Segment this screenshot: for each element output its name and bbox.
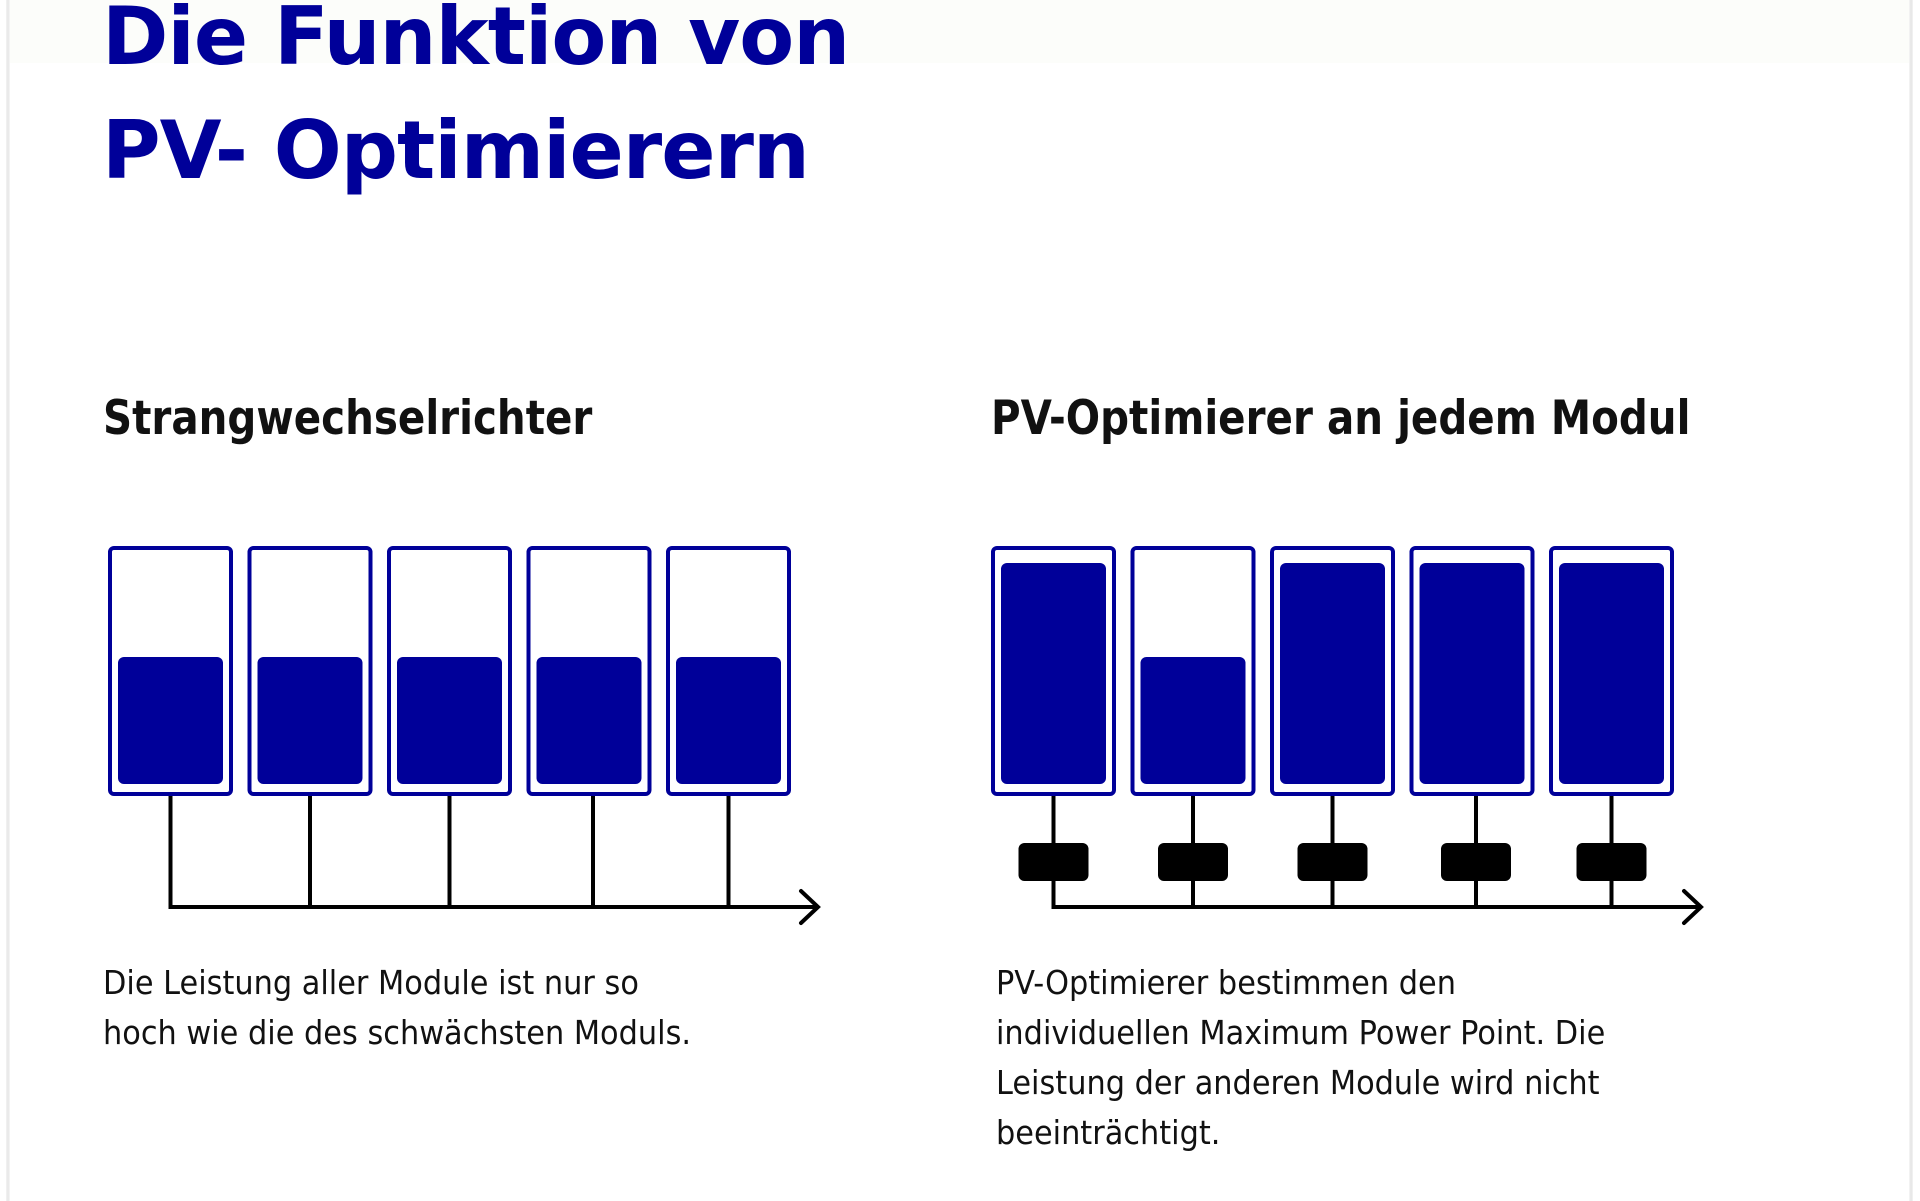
optimizer-diagram [991,546,1704,925]
pv-module [247,546,373,796]
optimizer-box [1441,843,1511,881]
module-power-level [536,657,642,784]
module-power-level [397,657,502,784]
string-inverter-description: Die Leistung aller Module ist nur so hoc… [103,958,784,1058]
pv-module [1549,546,1674,796]
page-right-border [1909,0,1913,1201]
module-power-level [1001,563,1106,784]
module-power-level [676,657,781,784]
page-title-line-1: Die Funktion von [102,0,850,83]
optimizer-box [1018,843,1089,881]
page-left-border [6,0,10,1201]
desc-line: hoch wie die des schwächsten Moduls. [103,1013,692,1052]
pv-module [666,546,791,796]
desc-line: beeinträchtigt. [996,1113,1221,1152]
title-band [10,0,1909,63]
desc-line: PV-Optimierer bestimmen den [996,963,1456,1002]
arrow-right-icon [799,889,821,925]
pv-module [108,546,233,796]
desc-line: Die Leistung aller Module ist nur so [103,963,639,1002]
pv-module [387,546,512,796]
pv-module [991,546,1116,796]
module-power-level [1280,563,1385,784]
page-title: Die Funktion von PV- Optimierern [102,0,850,208]
optimizer-description: PV-Optimierer bestimmen den individuelle… [996,958,1695,1158]
arrow-right-icon [1682,889,1704,925]
module-power-level [1140,657,1246,784]
pv-module [1270,546,1395,796]
pv-module [1130,546,1256,796]
module-power-level [1559,563,1664,784]
section-heading-string-inverter: Strangwechselrichter [103,391,593,446]
module-power-level [257,657,363,784]
section-heading-optimizers: PV-Optimierer an jedem Modul [991,391,1691,446]
string-inverter-diagram [108,546,821,925]
optimizer-box [1297,843,1368,881]
pv-module [1409,546,1535,796]
module-power-level [118,657,223,784]
page-title-line-2: PV- Optimierern [102,104,810,197]
optimizer-box [1158,843,1228,881]
desc-line: Leistung der anderen Module wird nicht [996,1063,1600,1102]
module-power-level [1419,563,1525,784]
pv-module [526,546,652,796]
optimizer-box [1576,843,1647,881]
desc-line: individuellen Maximum Power Point. Die [996,1013,1606,1052]
